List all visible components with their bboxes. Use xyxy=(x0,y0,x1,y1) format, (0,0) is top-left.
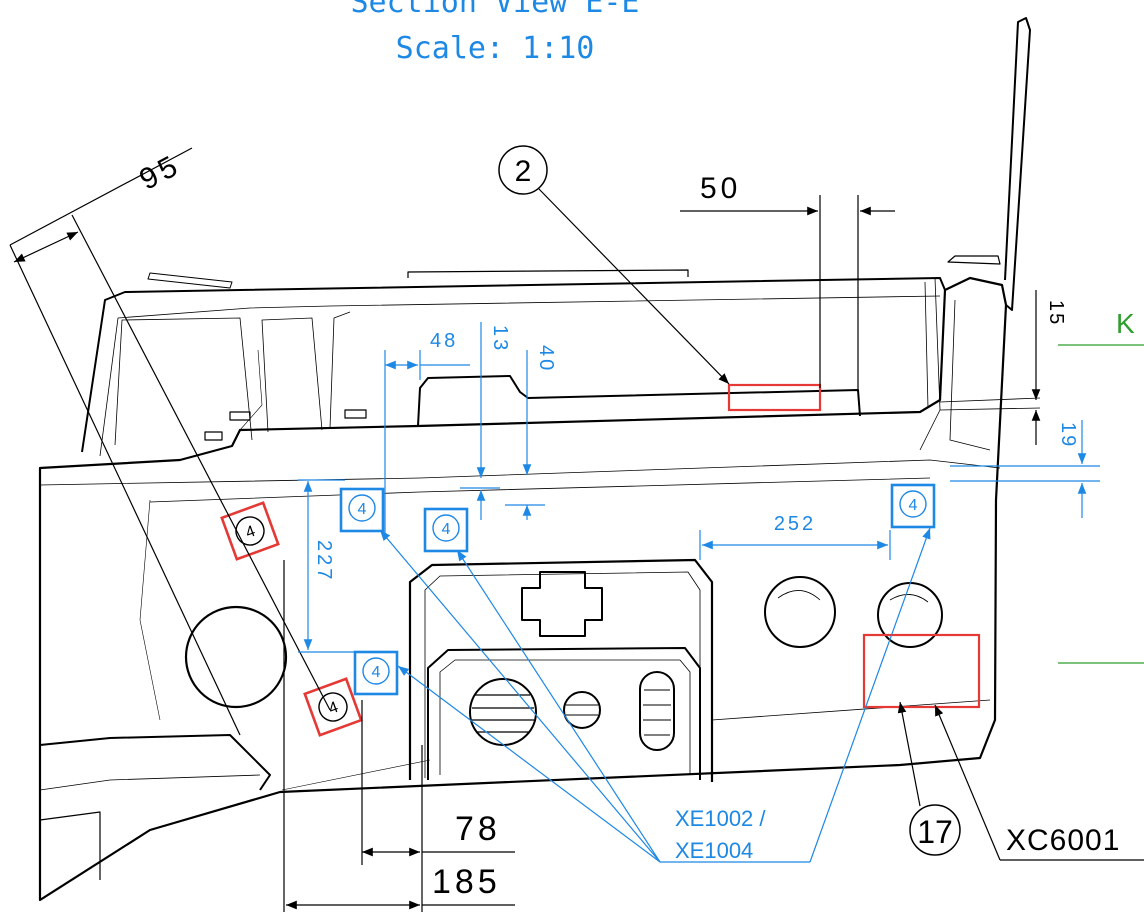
step-profile xyxy=(417,375,861,427)
small-hole-center xyxy=(563,691,601,729)
weld-marker-blue-2: 4 xyxy=(423,507,469,553)
datum-k: K xyxy=(1058,308,1144,664)
dim-78-label: 78 xyxy=(455,810,501,848)
dim-48: 48 xyxy=(384,330,470,535)
balloon-2-label: 2 xyxy=(515,155,532,188)
weld-marker-label: 4 xyxy=(909,497,918,514)
balloon-17-label: 17 xyxy=(917,814,953,850)
red-rect-top xyxy=(727,383,822,412)
view-title-line2: Scale: 1:10 xyxy=(396,31,595,66)
weld-marker-blue-3: 4 xyxy=(353,650,399,696)
dim-15-19: 15 xyxy=(1031,290,1067,445)
dim-95: 95 xyxy=(9,147,331,736)
dim-227: 227 xyxy=(298,479,360,653)
dim-252-label: 252 xyxy=(774,513,816,535)
weld-marker-blue-4: 4 xyxy=(890,483,936,529)
weld-marker-label: 4 xyxy=(372,664,381,681)
dim-185-label: 185 xyxy=(432,863,501,901)
weld-marker-label: 4 xyxy=(358,501,367,518)
dim-40-label: 40 xyxy=(535,345,557,373)
dim-227-label: 227 xyxy=(313,540,335,582)
hole-left-large xyxy=(184,605,288,709)
weld-marker-label: 4 xyxy=(442,521,451,538)
dim-13-label: 13 xyxy=(489,325,511,353)
weld-marker-blue-1: 4 xyxy=(339,487,385,533)
weld-marker-red-1: 4 xyxy=(220,501,280,561)
balloon-17: 17 xyxy=(897,701,961,856)
hole-right-2 xyxy=(877,582,943,648)
red-markers xyxy=(727,383,981,709)
view-title-line1: Section View E-E xyxy=(351,0,640,20)
callout-xe: XE1002 / XE1004 xyxy=(379,527,931,863)
dim-50-label: 50 xyxy=(700,172,741,205)
dim-78-185: 78 185 xyxy=(283,560,515,912)
part-outline xyxy=(38,17,1041,902)
callout-xe-line2: XE1004 xyxy=(675,838,753,863)
center-recess xyxy=(408,558,714,782)
slot-oval xyxy=(639,671,675,751)
callout-xc6001: XC6001 xyxy=(934,704,1144,861)
hole-right-1 xyxy=(764,576,836,648)
dim-48-label: 48 xyxy=(430,330,458,352)
callout-xe-line1: XE1002 / xyxy=(675,806,766,831)
dim-15-label: 15 xyxy=(1045,300,1067,326)
datum-k-label: K xyxy=(1116,308,1135,339)
dim-13-40: 13 40 xyxy=(460,322,557,520)
upper-ledge xyxy=(81,277,946,453)
dim-19: 19 xyxy=(950,420,1100,518)
weld-marker-red-2: 4 xyxy=(303,677,363,737)
slot-hole-left xyxy=(469,678,537,746)
dim-50: 50 xyxy=(680,172,895,392)
callout-xc6001-label: XC6001 xyxy=(1006,824,1120,857)
top-flange xyxy=(1004,17,1031,311)
dim-252: 252 xyxy=(699,513,891,560)
dim-19-label: 19 xyxy=(1057,422,1079,448)
cross-cutout xyxy=(521,571,603,637)
balloon-2: 2 xyxy=(498,145,730,385)
red-rect-right xyxy=(862,633,981,709)
view-title: Section View E-E Scale: 1:10 xyxy=(351,0,640,66)
